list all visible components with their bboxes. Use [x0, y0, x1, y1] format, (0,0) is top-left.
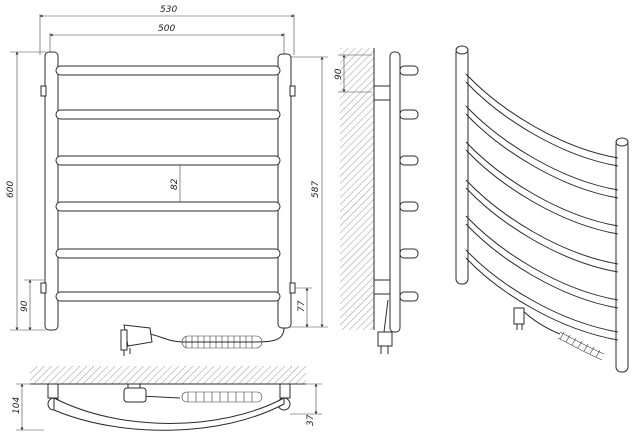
side-post [389, 51, 401, 333]
left-post [44, 51, 59, 331]
dim-label-500: 500 [158, 24, 175, 34]
mount-top-left [40, 85, 47, 97]
dim-label-77: 77 [297, 300, 307, 312]
side-rung [399, 291, 419, 302]
dim-bottom-left: 90 [20, 279, 44, 331]
rung [55, 201, 281, 212]
rung [55, 291, 281, 302]
side-rung [399, 109, 419, 120]
dim-axis-width: 500 [49, 24, 285, 55]
side-rung [399, 155, 419, 166]
dim-bottom-clearance: 37 [290, 383, 322, 426]
side-rung [399, 248, 419, 259]
dim-overall-width: 530 [39, 5, 295, 55]
right-post [277, 53, 292, 329]
side-bracket-bottom [373, 279, 391, 295]
rung [55, 155, 281, 166]
front-view: 530 500 600 587 82 [6, 5, 328, 356]
top-plug-icon [123, 384, 147, 403]
mount-bottom-right [289, 282, 296, 294]
dim-rung-spacing: 82 [170, 162, 182, 206]
iso-rungs [465, 73, 619, 341]
isometric-view [455, 45, 629, 373]
dim-side-top: 90 [334, 54, 372, 93]
side-rung [399, 65, 419, 76]
iso-coiled-cord [557, 331, 605, 361]
iso-cable [513, 307, 605, 361]
rung [55, 248, 281, 259]
dim-label-600: 600 [6, 181, 16, 198]
dim-label-90-left: 90 [20, 300, 30, 312]
top-curved-rung [53, 397, 285, 431]
dim-label-587: 587 [311, 181, 321, 198]
dim-label-37: 37 [306, 414, 316, 426]
dim-axis-height: 587 [290, 56, 328, 328]
dim-bottom-right: 77 [290, 287, 312, 328]
dim-label-82: 82 [170, 178, 180, 190]
rungs [55, 65, 281, 302]
dim-label-104: 104 [12, 397, 22, 414]
rung [55, 109, 281, 120]
power-cable [120, 324, 285, 356]
iso-left-post [455, 47, 469, 285]
iso-right-post [615, 139, 629, 373]
side-view: 90 [334, 48, 419, 354]
side-bracket-top [373, 85, 391, 101]
iso-plug-icon [513, 307, 525, 330]
rung [55, 65, 281, 76]
top-wall-section [30, 366, 306, 384]
wall-section [340, 48, 374, 330]
mount-bottom-left [40, 282, 47, 294]
side-rungs [399, 65, 419, 302]
dim-bottom-depth: 104 [12, 383, 44, 431]
side-plug-icon [377, 299, 393, 354]
dim-label-90-side: 90 [334, 68, 344, 80]
dim-overall-height: 600 [6, 51, 46, 331]
side-rung [399, 201, 419, 212]
mount-top-right [289, 85, 296, 97]
plug-icon [120, 324, 153, 356]
dim-label-530: 530 [160, 5, 177, 15]
top-view: 104 37 [12, 366, 322, 431]
top-cable [123, 384, 263, 403]
